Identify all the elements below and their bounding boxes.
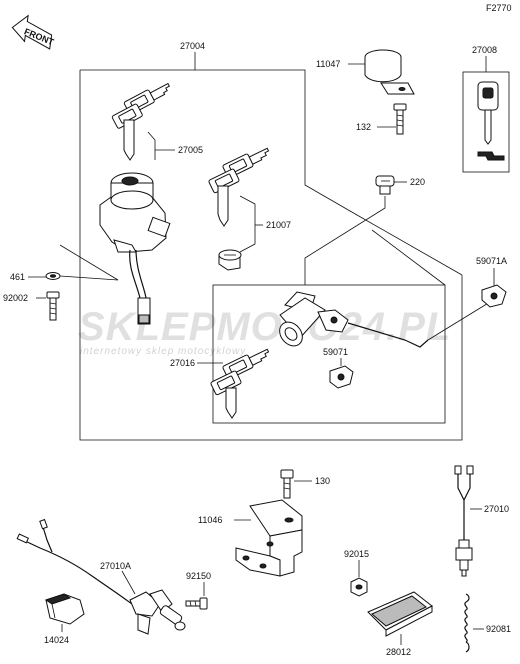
label-461: 461 [10,272,25,282]
inner-assembly-frame [212,284,446,424]
label-11046: 11046 [198,515,222,525]
label-11047: 11047 [316,59,340,69]
switch-27010 [454,465,474,577]
watermark-tagline: internetowy sklep motocyklowy [80,346,246,357]
switch-27010A [16,518,186,635]
label-27010: 27010 [484,504,509,514]
label-132: 132 [356,122,371,132]
label-14024: 14024 [44,635,69,645]
label-27016: 27016 [170,358,195,368]
front-arrow-icon: FRONT [11,14,56,50]
label-28012: 28012 [386,647,411,657]
watermark: SKLEPMOTO24.PL internetowy sklep motocyk… [78,305,451,357]
figure-code: F2770 [486,3,512,13]
label-130: 130 [315,476,330,486]
washer-461 [45,272,61,280]
label-59071A: 59071A [476,256,507,266]
key-set-27016 [210,348,270,419]
cap-220 [375,175,395,195]
main-assembly-frame [79,52,463,441]
spring-92081 [464,593,470,653]
seat-lock-27016 [279,291,349,347]
label-27010A: 27010A [100,561,131,571]
label-92081: 92081 [486,624,511,634]
reflector-28012 [367,591,433,637]
clip-59071A [481,284,507,308]
watermark-brand: SKLEPMOTO24.PL [78,305,451,349]
label-220: 220 [410,177,425,187]
ignition-switch [99,172,171,253]
bolt-130 [280,469,294,499]
key-set-27005 [111,82,171,161]
clamp-11047 [364,49,415,95]
label-92015: 92015 [344,549,369,559]
bracket-11046 [235,499,303,577]
bolt-132 [393,103,407,135]
key-blank-box-27008 [462,71,510,173]
label-27004: 27004 [180,41,205,51]
ignition-connector [137,297,151,325]
cover-14024 [44,593,85,625]
label-21007: 21007 [266,220,291,230]
lock-cylinder-21007 [218,249,242,271]
label-92150: 92150 [186,571,211,581]
label-92002: 92002 [3,293,28,303]
label-59071: 59071 [323,347,348,357]
label-27008: 27008 [472,45,497,55]
clip-59071 [329,365,354,389]
key-set-21007 [208,147,270,227]
bolt-92150 [185,597,208,610]
label-27005: 27005 [178,145,203,155]
bolt-92002 [46,291,60,321]
nut-92015 [350,577,368,597]
